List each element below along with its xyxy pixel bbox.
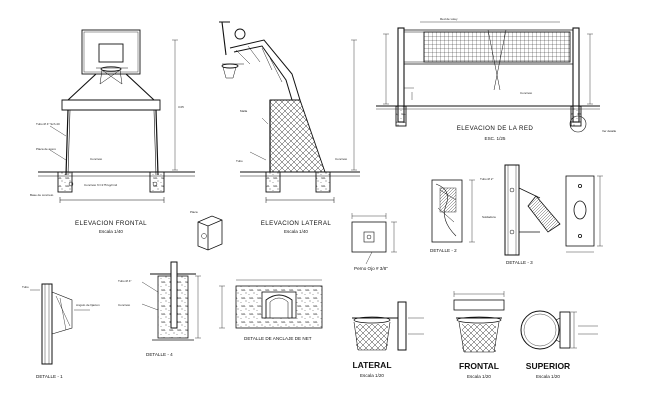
svg-text:Tubo Ø 4" Sch.40: Tubo Ø 4" Sch.40 xyxy=(36,122,60,126)
hoop-lateral-drawing xyxy=(352,301,424,351)
hoop-frontal-drawing xyxy=(453,291,505,353)
svg-text:Base de concreto: Base de concreto xyxy=(30,193,54,197)
svg-text:Malla: Malla xyxy=(240,109,248,113)
svg-text:3.05: 3.05 xyxy=(178,105,184,109)
hoop-superior-scale: Escala 1/20 xyxy=(536,374,560,379)
svg-text:Concreto: Concreto xyxy=(335,157,348,161)
detail-4-title: DETALLE - 4 xyxy=(146,352,173,357)
side-elevation-drawing xyxy=(219,21,360,203)
net-elevation-drawing xyxy=(376,21,600,133)
detail-1-drawing xyxy=(30,283,90,365)
anchor-plate-detail xyxy=(351,213,397,265)
svg-text:Red de voley: Red de voley xyxy=(440,17,458,21)
svg-text:Concreto: Concreto xyxy=(118,303,131,307)
side-elevation-scale: Escala 1/40 xyxy=(284,229,308,234)
net-elevation-title: ELEVACION DE LA RED xyxy=(457,125,534,132)
svg-text:Placa: Placa xyxy=(190,210,198,214)
detail-4-drawing xyxy=(141,261,201,341)
detail-3-drawing xyxy=(504,164,561,256)
side-elevation-title: ELEVACION LATERAL xyxy=(261,220,332,227)
net-hook-detail-title: DETALLE DE ANCLAJE DE NET xyxy=(244,336,312,341)
svg-text:Tubo Ø 2": Tubo Ø 2" xyxy=(480,177,493,181)
hoop-superior-title: SUPERIOR xyxy=(526,361,570,371)
detail-1-title: DETALLE - 1 xyxy=(36,374,63,379)
svg-text:Concreto: Concreto xyxy=(90,157,103,161)
svg-text:Placa de acero: Placa de acero xyxy=(36,147,56,151)
anchor-plate-label: Perno Ojo # 3/8" xyxy=(354,266,388,271)
net-hook-detail-drawing xyxy=(219,279,323,329)
slotted-plate-detail xyxy=(565,175,603,253)
detail-2-title: DETALLE - 2 xyxy=(430,248,457,253)
hoop-superior-drawing xyxy=(520,310,598,350)
svg-text:Concreto: Concreto xyxy=(520,91,533,95)
front-elevation-scale: Escala 1/40 xyxy=(99,229,123,234)
svg-text:Soldadura: Soldadura xyxy=(482,215,496,219)
anchor-block-detail xyxy=(197,215,223,251)
svg-text:Tubo: Tubo xyxy=(236,159,243,163)
hoop-lateral-title: LATERAL xyxy=(352,360,391,370)
front-elevation-title: ELEVACION FRONTAL xyxy=(75,220,147,227)
hoop-lateral-scale: Escala 1/20 xyxy=(360,373,384,378)
hoop-frontal-title: FRONTAL xyxy=(459,361,499,371)
svg-text:Angulo de fijacion: Angulo de fijacion xyxy=(76,303,100,307)
front-elevation-drawing xyxy=(38,29,195,203)
detail-3-title: DETALLE - 3 xyxy=(506,260,533,265)
svg-text:Tubo: Tubo xyxy=(22,285,29,289)
svg-text:Tubo Ø 4": Tubo Ø 4" xyxy=(118,279,131,283)
svg-text:Ver detalle: Ver detalle xyxy=(602,129,617,133)
net-elevation-scale: ESC. 1/25 xyxy=(485,136,506,141)
detail-2-drawing xyxy=(431,179,475,243)
hoop-frontal-scale: Escala 1/20 xyxy=(467,374,491,379)
svg-text:Concreto f'c=175 kg/cm2: Concreto f'c=175 kg/cm2 xyxy=(84,183,118,187)
